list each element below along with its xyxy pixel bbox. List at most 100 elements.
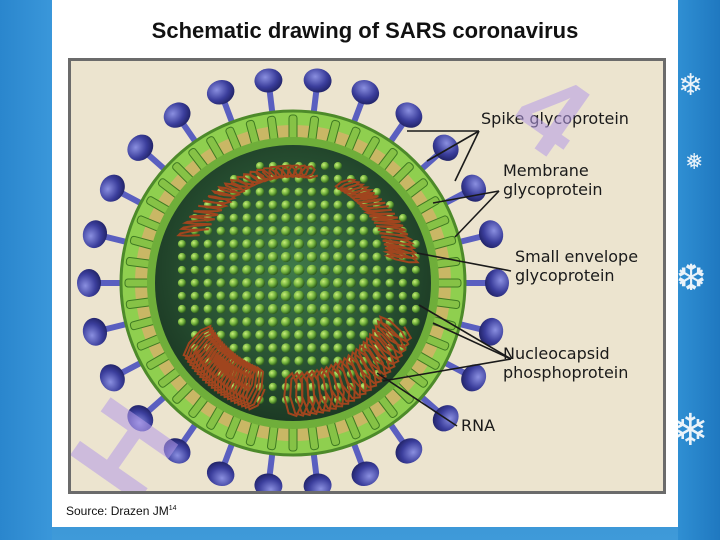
- nucleocapsid-ball: [216, 239, 226, 249]
- nucleocapsid-ball: [242, 226, 252, 236]
- nucleocapsid-ball: [372, 252, 382, 262]
- nucleocapsid-ball: [190, 252, 200, 262]
- nucleocapsid-ball: [216, 278, 226, 288]
- nucleocapsid-ball: [177, 291, 187, 301]
- nucleocapsid-ball: [359, 239, 369, 249]
- nucleocapsid-ball: [281, 356, 291, 366]
- nucleocapsid-ball: [280, 238, 292, 250]
- nucleocapsid-ball: [293, 251, 305, 263]
- nucleocapsid-ball: [346, 200, 356, 210]
- spike-icon: [206, 79, 237, 129]
- spike-glycoproteins: [77, 68, 509, 491]
- snowflake-icon: ❆: [676, 258, 707, 299]
- rna-strand: [283, 315, 413, 418]
- rna-coil: [176, 164, 420, 418]
- nucleocapsid-ball: [254, 290, 266, 302]
- snowflake-icon: ❅: [685, 150, 704, 175]
- nucleocapsid-ball: [293, 316, 305, 328]
- nucleocapsid-ball: [280, 303, 292, 315]
- virus-diagram: Spike glycoprotein Membrane glycoprotein…: [68, 58, 666, 494]
- nucleocapsid-ball: [254, 264, 266, 276]
- nucleocapsid-ball: [372, 239, 382, 249]
- nucleocapsid-ball: [398, 265, 408, 275]
- nucleocapsid-ball: [203, 239, 213, 249]
- nucleocapsid-ball: [319, 303, 331, 315]
- nucleocapsid-ball: [255, 343, 265, 353]
- nucleocapsid-ball: [294, 200, 304, 210]
- nucleocapsid-ball: [255, 304, 265, 314]
- nucleocapsid-ball: [306, 303, 318, 315]
- nucleocapsid-ball: [359, 265, 369, 275]
- nucleocapsid-ball: [203, 304, 213, 314]
- nucleocapsid-ball: [320, 174, 330, 184]
- spike-icon: [82, 220, 133, 249]
- nucleocapsid-ball: [306, 316, 318, 328]
- nucleocapsid-ball: [267, 251, 279, 263]
- nucleocapsid-ball: [372, 291, 382, 301]
- nucleocapsid-ball: [203, 291, 213, 301]
- nucleocapsid-ball: [281, 200, 291, 210]
- nucleocapsid-ball: [385, 291, 395, 301]
- nucleocapsid-ball: [398, 291, 408, 301]
- nucleocapsid-ball: [359, 278, 369, 288]
- nucleocapsid-ball: [320, 226, 330, 236]
- nucleocapsid-ball: [320, 330, 330, 340]
- nucleocapsid-ball: [333, 174, 343, 184]
- nucleocapsid-ball: [281, 330, 291, 340]
- nucleocapsid-ball: [203, 252, 213, 262]
- nucleocapsid-ball: [281, 343, 291, 353]
- nucleocapsid-ball: [216, 213, 226, 223]
- nucleocapsid-ball: [359, 252, 369, 262]
- nucleocapsid-ball: [320, 200, 330, 210]
- nucleocapsid-ball: [294, 330, 304, 340]
- nucleocapsid-ball: [333, 330, 343, 340]
- nucleocapsid-ball: [294, 356, 304, 366]
- nucleocapsid-ball: [372, 265, 382, 275]
- nucleocapsid-ball: [359, 317, 369, 327]
- nucleocapsid-ball: [333, 200, 343, 210]
- nucleocapsid-ball: [307, 330, 317, 340]
- spike-icon: [303, 68, 332, 119]
- nucleocapsid-ball: [306, 264, 318, 276]
- nucleocapsid-ball: [385, 304, 395, 314]
- nucleocapsid-ball: [242, 200, 252, 210]
- nucleocapsid-ball: [385, 200, 395, 210]
- nucleocapsid-ball: [293, 277, 305, 289]
- nucleocapsid-ball: [411, 265, 421, 275]
- nucleocapsid-ball: [359, 291, 369, 301]
- nucleocapsid-ball: [346, 252, 356, 262]
- source-citation: Source: Drazen JM14: [66, 504, 177, 518]
- nucleocapsid-ball: [320, 343, 330, 353]
- nucleocapsid-ball: [359, 304, 369, 314]
- nucleocapsid-ball: [411, 317, 421, 327]
- nucleocapsid-ball: [203, 226, 213, 236]
- background-left: [0, 0, 52, 540]
- nucleocapsid-ball: [267, 277, 279, 289]
- nucleocapsid-ball: [293, 238, 305, 250]
- nucleocapsid-ball: [320, 161, 330, 171]
- nucleocapsid-ball: [307, 356, 317, 366]
- nucleocapsid-ball: [268, 200, 278, 210]
- nucleocapsid-ball: [294, 226, 304, 236]
- label-small-envelope-glycoprotein: Small envelope glycoprotein: [515, 247, 639, 285]
- nucleocapsid-ball: [359, 213, 369, 223]
- nucleocapsid-ball: [229, 304, 239, 314]
- nucleocapsid-ball: [319, 277, 331, 289]
- nucleocapsid-ball: [319, 251, 331, 263]
- nucleocapsid-ball: [346, 239, 356, 249]
- nucleocapsid-ball: [398, 304, 408, 314]
- nucleocapsid-ball: [190, 317, 200, 327]
- spike-icon: [453, 317, 504, 346]
- nucleocapsid-ball: [268, 343, 278, 353]
- rna-strand: [182, 324, 266, 411]
- nucleocapsid-ball: [332, 290, 344, 302]
- nucleocapsid-ball: [242, 278, 252, 288]
- nucleocapsid-ball: [320, 187, 330, 197]
- nucleocapsid-ball: [333, 213, 343, 223]
- nucleocapsid-ball: [242, 291, 252, 301]
- nucleocapsid-ball: [320, 317, 330, 327]
- nucleocapsid-ball: [177, 304, 187, 314]
- nucleocapsid-ball: [320, 239, 330, 249]
- nucleocapsid-ball: [216, 304, 226, 314]
- nucleocapsid-ball: [294, 213, 304, 223]
